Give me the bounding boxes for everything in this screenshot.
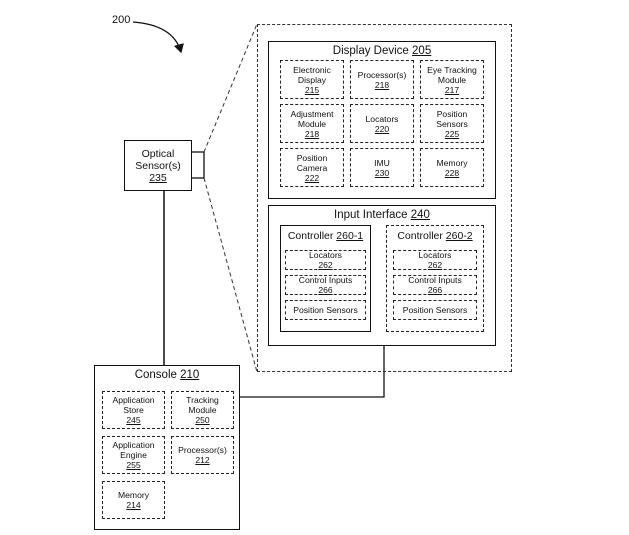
console-app-store-num-text: 245 [126, 415, 141, 425]
input-interface-controller1-position-sensors-text: Position Sensors [293, 305, 358, 315]
input-interface-controller1-control-inputs-num-text: 266 [318, 285, 333, 295]
console-app-store-line2-text: Store [123, 405, 144, 415]
display-device-cells-0-line2-text: Display [297, 74, 327, 85]
memory-cell: Memory 228 [420, 148, 484, 187]
input-interface-controller2-control-inputs-num-text: 266 [427, 285, 443, 295]
display-device-cells-0-num-text: 215 [304, 84, 320, 95]
input-interface-controller2-num-text: 260-2 [445, 230, 473, 242]
optical-sensor-line2: Sensor(s) [135, 159, 181, 172]
display-device-cells-3-num-text: 218 [304, 128, 320, 139]
input-interface-controller2-position-sensors-text: Position Sensors [402, 305, 468, 315]
console-processor-cell: Processor(s)212 [171, 436, 234, 474]
controller-1-control-inputs: Control Inputs 266 [285, 275, 366, 295]
display-device-cells-1-line1-text: Processor(s) [357, 69, 407, 80]
console-processor-num-text: 212 [195, 455, 210, 465]
fov-line-bottom [203, 177, 258, 373]
display-device-cells-2-line2-text: Module [437, 74, 467, 85]
console-app-engine-num-text: 255 [126, 460, 141, 470]
input-interface-controller1-locators-text: Locators [309, 250, 342, 260]
input-interface-controller2-control-inputs-text: Control Inputs [408, 275, 462, 285]
display-device-cells-3-line1-text: Adjustment [290, 108, 334, 119]
display-device-cells-7-line1-text: IMU [374, 157, 390, 168]
imu-cell: IMU 230 [350, 148, 414, 187]
interface-console-link [240, 346, 385, 398]
display-device-cells-6-num-text: 222 [304, 172, 320, 183]
console-app-engine-line1-text: Application [112, 440, 155, 450]
console-tracking-line2-text: Module [188, 405, 217, 415]
display-device-cells-2-line1-text: Eye Tracking [427, 64, 477, 75]
figure-arrow [132, 21, 184, 54]
display-device-number: 205 [412, 45, 432, 57]
controller-1-title: Controller 260-1 [281, 230, 370, 242]
console-tracking-num-text: 250 [195, 415, 210, 425]
console-memory-line1-text: Memory [117, 490, 150, 500]
console-processor-line1-text: Processor(s) [178, 445, 227, 455]
console-title: Console 210 [95, 369, 239, 381]
display-device-title-text: Display Device [332, 45, 409, 57]
display-device-cells-6-line1-text: Position [296, 152, 328, 163]
optical-sensor-number: 235 [149, 171, 167, 184]
display-device-cells-8-line1-text: Memory [436, 157, 468, 168]
display-device-cells-5-line2-text: Sensors [436, 118, 468, 129]
display-device-cells-8-num-text: 228 [444, 167, 460, 178]
display-device-cells-7-num-text: 230 [374, 167, 390, 178]
console-memory-cell: Memory 214 [102, 481, 165, 519]
tracked-region-box [257, 24, 512, 372]
input-interface-controller2-title-text: Controller [397, 230, 443, 242]
display-device-cells-1-num-text: 218 [374, 79, 390, 90]
console-app-engine-line2-text: Engine [120, 450, 147, 460]
display-device-cells-4-line1-text: Locators [365, 113, 399, 124]
console-num-text: 210 [180, 369, 200, 381]
display-device-cells-6-line2-text: Camera [296, 162, 328, 173]
display-device-cells-2-num-text: 217 [444, 84, 460, 95]
controller-1-locators: Locators 262 [285, 250, 366, 270]
display-device-cells-5-line1-text: Position [436, 108, 468, 119]
controller-2-control-inputs: Control Inputs 266 [393, 275, 477, 295]
display-device-cells-5-num-text: 225 [444, 128, 460, 139]
sensor-lens [190, 151, 205, 179]
console-title-text: Console [134, 369, 177, 381]
controller-2-position-sensors: Position Sensors [393, 300, 477, 320]
console-app-store-line1-text: Application [112, 395, 155, 405]
display-device-title: Display Device 205 [269, 45, 495, 57]
locators-cell: Locators 220 [350, 104, 414, 143]
input-interface-title: Input Interface 240 [269, 209, 495, 221]
controller-2-title: Controller 260-2 [387, 230, 483, 242]
display-device-cells-0-line1-text: Electronic [293, 64, 331, 75]
optical-sensor-box: Optical Sensor(s) 235 [124, 140, 192, 191]
input-interface-controller1-control-inputs-text: Control Inputs [298, 275, 353, 285]
input-interface-controller1-num-text: 260-1 [336, 230, 364, 242]
input-interface-controller1-title-text: Controller [287, 230, 334, 242]
input-interface-controller2-locators-text: Locators [418, 250, 452, 260]
input-interface-num-text: 240 [410, 209, 430, 221]
optical-sensor-line1: Optical [141, 147, 175, 160]
processor-cell: Processor(s)218 [350, 60, 414, 99]
input-interface-controller1-locators-num-text: 262 [318, 260, 333, 270]
console-tracking-line1-text: Tracking [186, 395, 219, 405]
figure-ref-number: 200 [112, 14, 131, 26]
controller-2-locators: Locators 262 [393, 250, 477, 270]
input-interface-controller2-locators-num-text: 262 [427, 260, 443, 270]
fov-line-top [203, 23, 258, 153]
controller-1-position-sensors: Position Sensors [285, 300, 366, 320]
display-device-cells-3-line2-text: Module [297, 118, 327, 129]
input-interface-title-text: Input Interface [334, 209, 408, 221]
console-memory-num-text: 214 [126, 500, 141, 510]
display-device-cells-4-num-text: 220 [374, 123, 390, 134]
